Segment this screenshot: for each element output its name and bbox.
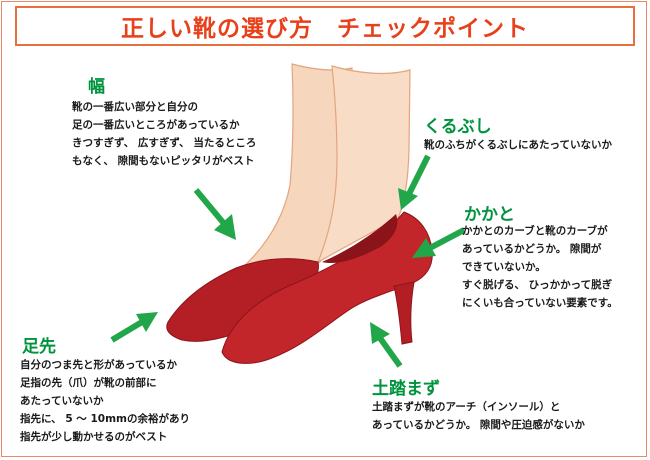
- desc-line: 足の一番広いところがあっているか: [72, 119, 240, 131]
- desc-line: 指先に、 5 ～ 10mmの余裕があり: [20, 413, 190, 425]
- heading-ankle: くるぶし: [424, 117, 492, 137]
- desc-line: 自分のつま先と形があっているか: [20, 359, 177, 371]
- desc-line: あっているかどうか。 隙間や圧迫感がないか: [372, 419, 585, 431]
- arrows: [110, 154, 466, 368]
- desc-width: 靴の一番広い部分と自分の 足の一番広いところがあっているか きつすぎず、 広すぎ…: [72, 98, 256, 170]
- arrow-ankle-head: [398, 188, 418, 210]
- desc-line: あたっていないか: [20, 395, 104, 407]
- desc-arch: 土踏まずが靴のアーチ（インソール）と あっているかどうか。 隙間や圧迫感がないか: [372, 398, 585, 434]
- arrow-heel-head: [412, 238, 436, 258]
- desc-line: きつすぎず、 広すぎず、 当たるところ: [72, 137, 257, 149]
- title-banner: 正しい靴の選び方 チェックポイント: [15, 6, 635, 46]
- heading-toe: 足先: [22, 337, 56, 357]
- arrow-arch-head: [370, 322, 390, 344]
- heading-heel: かかと: [464, 205, 515, 225]
- desc-line: すぐ脱げる、 ひっかかって脱ぎ: [462, 279, 613, 291]
- desc-line: もなく、 隙間もないピッタリがベスト: [72, 155, 255, 167]
- arrow-width-head: [214, 214, 236, 240]
- shoe-opening: [322, 214, 398, 264]
- desc-line: かかとのカーブと靴のカーブが: [462, 225, 608, 237]
- desc-line: 足指の先（爪）が靴の前部に: [20, 377, 157, 389]
- arrow-toe: [110, 319, 144, 343]
- heading-arch: 土踏まず: [372, 379, 440, 399]
- desc-line: 土踏まずが靴のアーチ（インソール）と: [372, 401, 561, 413]
- front-shoe: [221, 211, 433, 364]
- arrow-ankle: [405, 154, 431, 198]
- heading-width: 幅: [88, 77, 105, 97]
- desc-line: 靴の一番広い部分と自分の: [72, 101, 198, 113]
- desc-line: 靴のふちがくるぶしにあたっていないか: [424, 139, 612, 151]
- desc-heel: かかとのカーブと靴のカーブが あっているかどうか。 隙間が できていないか。 す…: [462, 222, 618, 312]
- desc-line: にくいも合っていない要素です。: [462, 297, 618, 309]
- desc-ankle: 靴のふちがくるぶしにあたっていないか: [424, 136, 612, 154]
- desc-toe: 自分のつま先と形があっているか 足指の先（爪）が靴の前部に あたっていないか 指…: [20, 356, 190, 446]
- shoe-heel: [393, 281, 415, 345]
- arrow-width: [193, 188, 229, 228]
- arrow-arch: [377, 336, 403, 368]
- desc-line: できていないか。: [462, 261, 546, 273]
- desc-line: あっているかどうか。 隙間が: [462, 243, 602, 255]
- desc-line: 指先が少し動かせるのがベスト: [20, 431, 168, 443]
- arrow-toe-head: [136, 312, 158, 332]
- arrow-heel: [428, 227, 466, 251]
- page-title: 正しい靴の選び方 チェックポイント: [121, 16, 529, 42]
